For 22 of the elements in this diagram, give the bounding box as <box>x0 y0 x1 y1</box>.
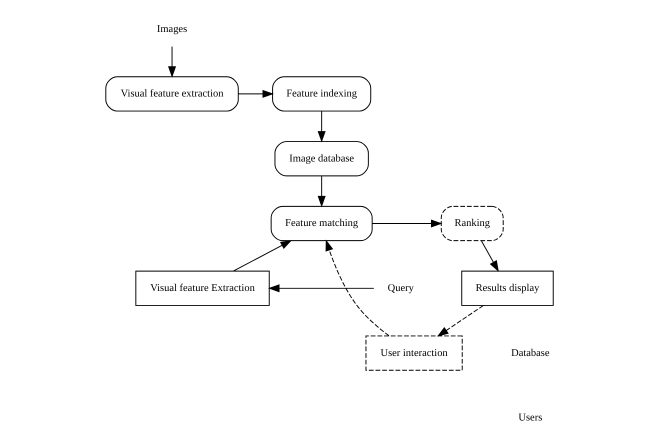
arrow <box>268 284 374 292</box>
node-box: User interaction <box>365 335 462 371</box>
arrow <box>480 240 498 272</box>
node-box: Visual feature extraction <box>104 76 238 112</box>
node-box: Visual feature Extraction <box>134 270 270 306</box>
node-text: Images <box>156 24 187 35</box>
arrow <box>317 176 326 208</box>
label: Database <box>510 348 550 359</box>
arrow <box>168 46 176 78</box>
node-box: Results display <box>460 270 554 306</box>
arrow <box>436 305 484 337</box>
arrow <box>325 240 389 336</box>
node-box: Ranking <box>440 206 504 242</box>
arrow <box>232 240 292 272</box>
node-text: Query <box>387 282 414 294</box>
arrow <box>237 90 274 98</box>
node-box: Image database <box>274 141 368 176</box>
node-box: Feature matching <box>270 206 372 242</box>
arrow <box>371 220 442 228</box>
arrow <box>317 110 326 143</box>
node-box: Feature indexing <box>272 76 371 112</box>
label: Users <box>518 412 542 424</box>
